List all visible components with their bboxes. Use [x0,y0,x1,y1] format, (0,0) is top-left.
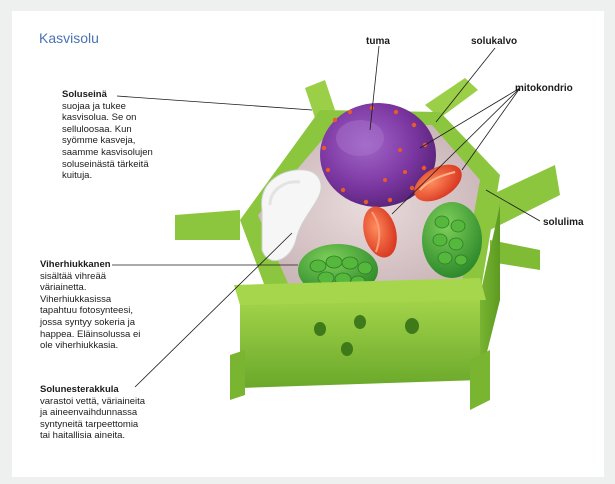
description-line: tapahtuu fotosynteesi, [40,305,190,317]
description-viherhiukkanen: Viherhiukkanen sisältää vihreää väriaine… [40,259,190,352]
description-line: selluloosaa. Kun [62,124,212,136]
description-line: ole viherhiukkasia. [40,340,190,352]
description-heading: Viherhiukkanen [40,259,190,271]
description-line: väriainetta. [40,282,190,294]
description-line: Viherhiukkasissa [40,294,190,306]
label-solulima: solulima [543,217,584,228]
description-line: happea. Eläinsolussa ei [40,329,190,341]
description-solunesterakkula: Solunesterakkula varastoi vettä, väriain… [40,384,190,442]
description-line: tai haitallisia aineita. [40,430,190,442]
description-line: soluseinästä tärkeitä [62,159,212,171]
description-heading: Soluseinä [62,89,212,101]
description-line: kuituja. [62,170,212,182]
label-mitokondrio: mitokondrio [515,83,573,94]
description-heading: Solunesterakkula [40,384,190,396]
description-line: jossa syntyy sokeria ja [40,317,190,329]
description-line: suojaa ja tukee [62,101,212,113]
description-line: kasvisolua. Se on [62,112,212,124]
label-tuma: tuma [366,36,390,47]
description-soluseina: Soluseinä suojaa ja tukee kasvisolua. Se… [62,89,212,182]
description-line: sisältää vihreää [40,271,190,283]
description-line: ja aineenvaihdunnassa [40,407,190,419]
description-line: saamme kasvisolujen [62,147,212,159]
description-line: varastoi vettä, väriaineita [40,396,190,408]
label-solukalvo: solukalvo [471,36,517,47]
description-line: syntyneitä tarpeettomia [40,419,190,431]
description-line: syömme kasveja, [62,135,212,147]
